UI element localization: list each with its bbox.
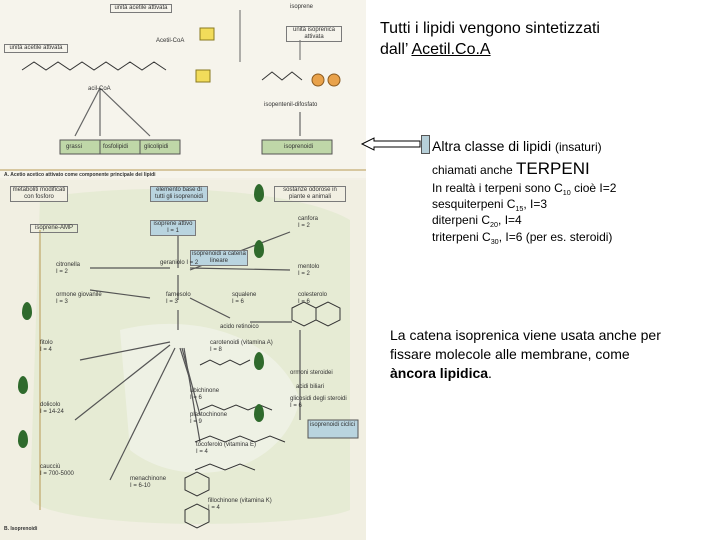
leaf-icon — [254, 184, 264, 202]
caption-a: A. Acetio acetico attivato come componen… — [4, 172, 156, 178]
leaf-icon — [22, 302, 32, 320]
label-glicolipidi: glicolipidi — [144, 144, 169, 150]
isoprenoid-figure: unità acetile attivata unità acetile att… — [0, 0, 366, 540]
figure-section-b: metaboliti modificati con fosforo elemen… — [0, 180, 366, 540]
acetil-coa-link[interactable]: Acetil.Co.A — [411, 41, 491, 58]
terpeni-heading-suffix: (insaturi) — [554, 140, 602, 154]
label-isoprenoidi-colore: isoprenoidi a catena lineare — [190, 250, 248, 266]
ancora-lipidica: àncora lipidica — [390, 365, 489, 381]
slide-title-line2: dall’ Acetil.Co.A — [380, 40, 491, 60]
note-line1: La catena isoprenica viene usata anche p… — [390, 327, 661, 343]
label-fosfolipidi: fosfolipidi — [103, 144, 129, 150]
label-isoprenoidi-ciclici: isoprenoidi ciclici — [310, 422, 356, 428]
label-ormoni-steroidi: ormoni steroidei — [290, 370, 333, 376]
leaf-icon — [254, 404, 264, 422]
label-isoprene-attivo: isoprene attivo I = 1 — [150, 220, 196, 236]
terpeni-line4: sesquiterpeni C15, I=3 — [432, 197, 548, 213]
label-acidi-biliari: acidi biliari — [296, 384, 325, 390]
coa-tag-top — [199, 27, 215, 41]
leaf-icon — [18, 430, 28, 448]
label-unita-isoprenica: unità isoprenica attivata — [286, 26, 342, 42]
slide-title-line1: Tutti i lipidi vengono sintetizzati — [380, 20, 600, 37]
leaf-icon — [18, 376, 28, 394]
left-arrow-icon — [360, 137, 421, 151]
label-fillochinone: fillochinone (vitamina K)I = 4 — [208, 498, 272, 511]
arrow-tail-box — [421, 135, 430, 154]
note-line2: fissare molecole alle membrane, come — [390, 346, 630, 362]
label-unita-acetile: unità acetile attivata — [110, 4, 172, 13]
isoprene-attivo-i: I = 1 — [167, 228, 179, 234]
terpeni-line5: diterpeni C20, I=4 — [432, 213, 522, 229]
label-sostanze: sostanze odorose in piante e animali — [274, 186, 346, 202]
note-line3: àncora lipidica. — [390, 365, 492, 381]
label-acil-coa: acil-CoA — [88, 86, 111, 92]
leaf-icon — [254, 352, 264, 370]
label-isoprene: isoprene — [290, 4, 314, 10]
isoprene-attivo-text: isoprene attivo — [153, 221, 193, 227]
terpeni-heading: Altra classe di lipidi (insaturi) — [432, 137, 602, 156]
label-unita-acetile-2: unità acetile attivata — [4, 44, 68, 53]
label-acido-retinoico: acido retinoico — [220, 324, 259, 330]
label-isopentenil: isopentenil-difosfato — [264, 102, 318, 108]
terpeni-heading-main: Altra classe di lipidi — [432, 138, 552, 154]
coa-tag-mid — [195, 69, 211, 83]
label-geraniolo: geraniolo I = 2 — [160, 260, 199, 266]
label-tocoferolo: tocoferolo (vitamina E)I = 4 — [196, 442, 257, 455]
terpeni-line6: triterpeni C30, I=6 (per es. steroidi) — [432, 230, 613, 246]
leaf-icon — [254, 240, 264, 258]
terpeni-line2-small: chiamati anche — [432, 163, 517, 177]
label-elemento-base: elemento base di tutti gli isoprenoidi — [150, 186, 208, 202]
label-metaboliti: metaboliti modificati con fosforo — [10, 186, 68, 202]
label-acetil-coa: Acetil-CoA — [156, 38, 185, 44]
caption-b: B. Isoprenoidi — [4, 526, 38, 532]
label-carotenoidi: carotenoidi (vitamina A)I = 8 — [210, 340, 273, 353]
title-prefix: dall’ — [380, 41, 412, 58]
label-grassi: grassi — [66, 144, 83, 150]
figure-section-a: unità acetile attivata unità acetile att… — [0, 0, 366, 178]
terpeni-line3: In realtà i terpeni sono C10 cioè I=2 — [432, 181, 617, 197]
terpeni-line2: chiamati anche TERPENI — [432, 160, 590, 179]
label-isoprenoidi: isoprenoidi — [284, 144, 314, 150]
label-isoprene-amp: isoprene-AMP — [30, 224, 78, 233]
lipid-synthesis-diagram — [0, 10, 366, 171]
terpeni-line2-big: TERPENI — [516, 159, 590, 178]
